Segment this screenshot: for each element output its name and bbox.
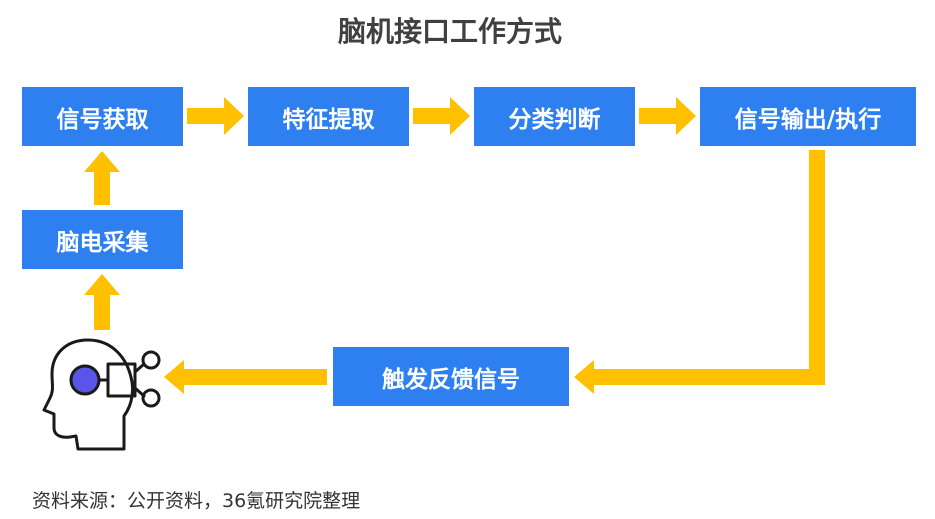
step-signal-output: 信号输出/执行 <box>700 87 916 146</box>
arrow-eeg-to-acquisition <box>84 151 120 205</box>
step-feature-extraction: 特征提取 <box>248 87 409 146</box>
step-classification: 分类判断 <box>474 87 635 146</box>
arrow-feedback-to-head <box>164 360 327 394</box>
step-eeg-collection: 脑电采集 <box>22 210 183 269</box>
step-feedback: 触发反馈信号 <box>333 347 569 406</box>
head-brain-circuit-icon <box>42 338 161 451</box>
arrow-head-to-eeg <box>84 274 120 330</box>
diagram-title: 脑机接口工作方式 <box>337 15 562 48</box>
arrow-extraction-to-classification <box>413 97 470 135</box>
source-note: 资料来源：公开资料，36氪研究院整理 <box>32 490 361 512</box>
arrow-classification-to-output <box>639 97 696 135</box>
arrow-output-to-feedback <box>574 150 825 394</box>
step-signal-acquisition: 信号获取 <box>22 87 183 146</box>
arrow-acquisition-to-extraction <box>187 97 244 135</box>
